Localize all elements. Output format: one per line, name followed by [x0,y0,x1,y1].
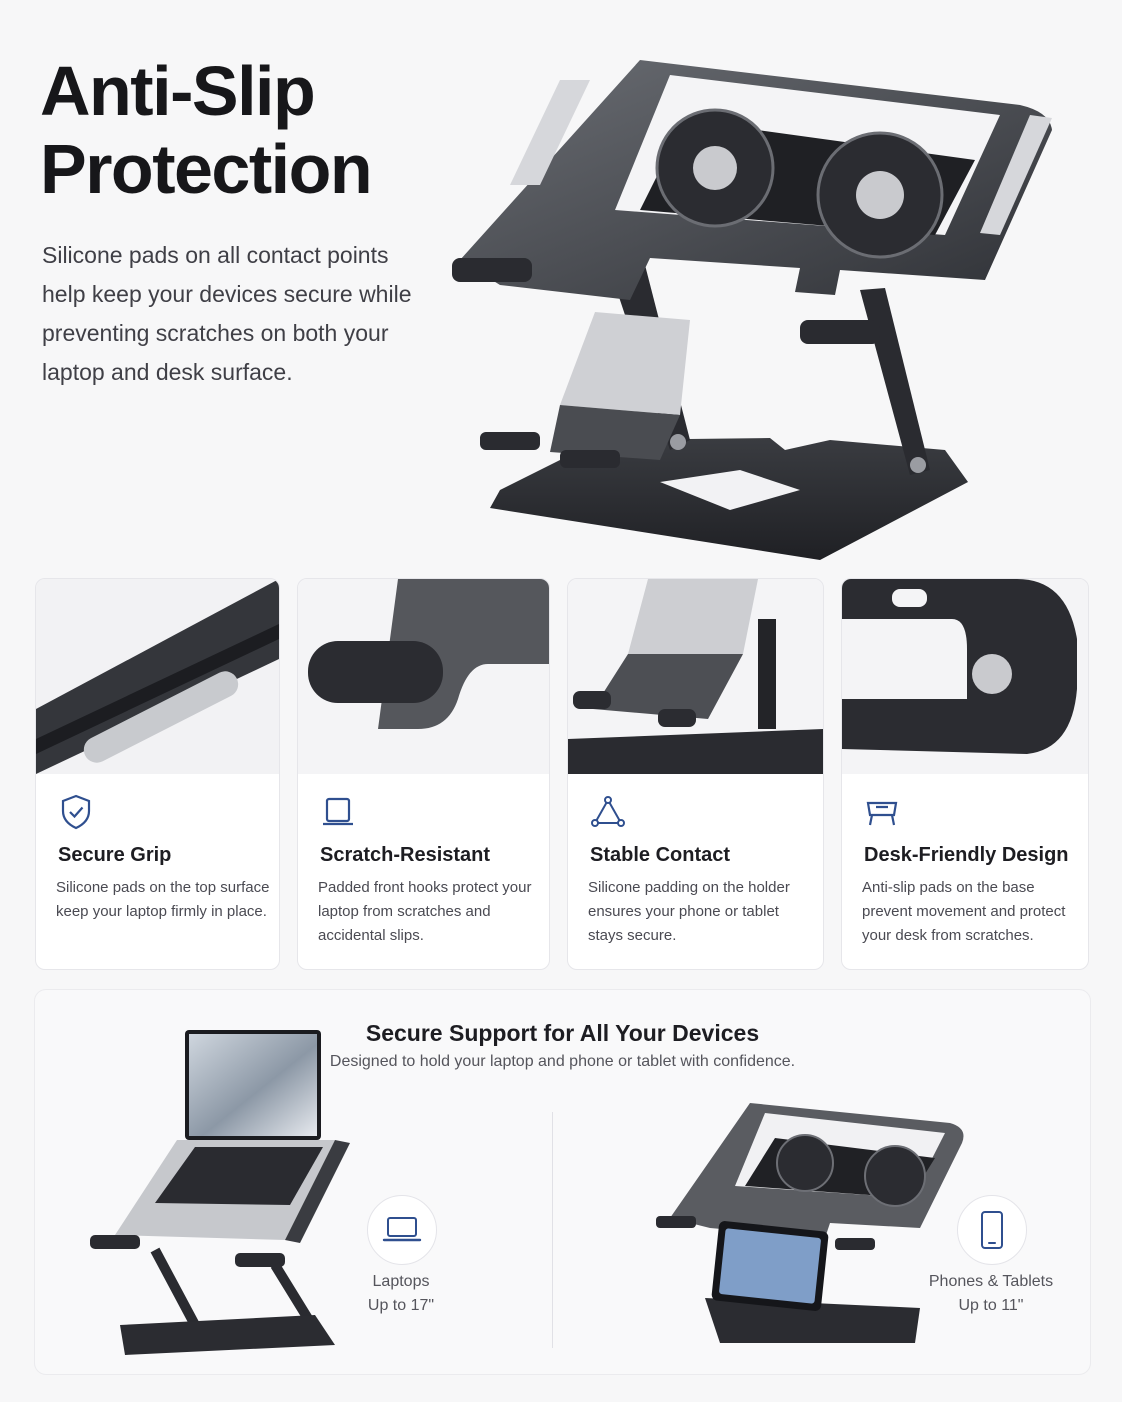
device-name: Phones & Tablets [928,1273,1054,1290]
support-title: Secure Support for All Your Devices [365,1020,760,1046]
feature-card-secure-grip: Secure Grip Silicone pads on the top sur… [35,578,280,970]
laptop-on-stand-image [90,1030,350,1355]
feature-card-scratch-resistant: Scratch-Resistant Padded front hooks pro… [297,578,550,970]
laptop-outline-icon [320,793,356,831]
device-size: Up to 17" [367,1297,435,1314]
triangle-nodes-icon [590,793,626,831]
tablet-on-stand-image [656,1103,964,1343]
feature-photo-phone-holder [568,579,823,774]
phones-tablets-icon-badge [957,1195,1027,1265]
section-divider [552,1112,553,1348]
support-subtitle: Designed to hold your laptop and phone o… [329,1053,796,1070]
shield-check-icon [58,793,94,831]
feature-title: Stable Contact [590,844,731,866]
hero-description: Silicone pads on all contact points help… [42,242,412,385]
desk-icon [864,793,900,831]
feature-title: Secure Grip [58,844,172,866]
device-size: Up to 11" [958,1297,1024,1314]
device-label-phones-tablets: Phones & Tablets Up to 11" [921,1270,1061,1318]
feature-text: Silicone pads on the top surface keep yo… [56,879,270,920]
feature-text: Anti-slip pads on the base prevent movem… [862,879,1066,944]
feature-title: Scratch-Resistant [320,844,491,866]
laptop-icon [382,1217,422,1242]
feature-card-desk-friendly: Desk-Friendly Design Anti-slip pads on t… [841,578,1089,970]
device-name: Laptops [372,1273,430,1290]
phone-icon [981,1211,1003,1249]
feature-title: Desk-Friendly Design [864,844,1069,866]
feature-photo-front-hook [298,579,549,774]
hero-title-line1: Anti-Slip [40,52,316,130]
device-label-laptops: Laptops Up to 17" [351,1270,451,1318]
feature-photo-top-pad [36,579,279,774]
hero-title: Anti-Slip Protection [40,52,460,208]
device-support-panel: Secure Support for All Your Devices Desi… [34,989,1091,1375]
hero-title-line2: Protection [40,130,373,208]
laptop-stand-hero-image [452,60,1052,560]
feature-text: Padded front hooks protect your laptop f… [318,879,532,944]
feature-photo-base-pad [842,579,1088,774]
feature-text: Silicone padding on the holder ensures y… [588,879,790,944]
laptops-icon-badge [367,1195,437,1265]
feature-card-stable-contact: Stable Contact Silicone padding on the h… [567,578,824,970]
